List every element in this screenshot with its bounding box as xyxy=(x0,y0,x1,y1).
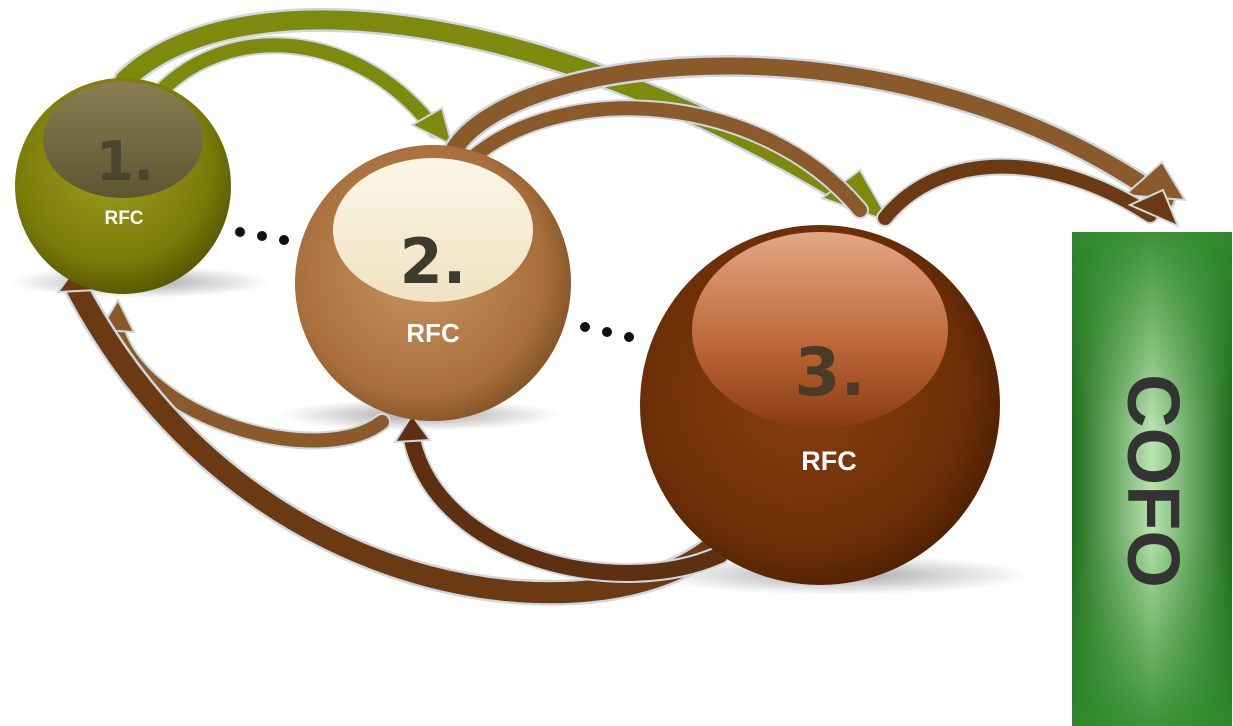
node-1: 1. RFC xyxy=(15,78,231,294)
arrow-1-to-2 xyxy=(151,36,454,147)
cofo-label: COFO xyxy=(1112,374,1195,588)
node-1-highlight xyxy=(43,82,203,198)
arrow-2-to-3 xyxy=(461,99,869,219)
node-1-number: 1. xyxy=(96,130,154,193)
dots-1-2 xyxy=(235,227,289,245)
arrow-3-to-2 xyxy=(393,413,730,583)
node-2-number: 2. xyxy=(400,225,467,298)
arrow-2-to-cofo xyxy=(444,54,1187,211)
cofo-box-edge xyxy=(1072,232,1232,726)
node-3-label: RFC xyxy=(801,446,857,476)
node-2: 2. RFC xyxy=(295,145,571,421)
node-3-number: 3. xyxy=(795,334,866,411)
node-2-highlight xyxy=(333,158,533,302)
node-2-label: RFC xyxy=(406,318,460,348)
node-3-highlight xyxy=(692,232,948,428)
node-1-label: RFC xyxy=(104,208,143,229)
arrow-3-to-cofo xyxy=(876,157,1180,228)
cofo-box: COFO xyxy=(1072,232,1232,726)
node-3: 3. RFC xyxy=(640,225,1000,585)
dots-2-3 xyxy=(580,322,634,342)
